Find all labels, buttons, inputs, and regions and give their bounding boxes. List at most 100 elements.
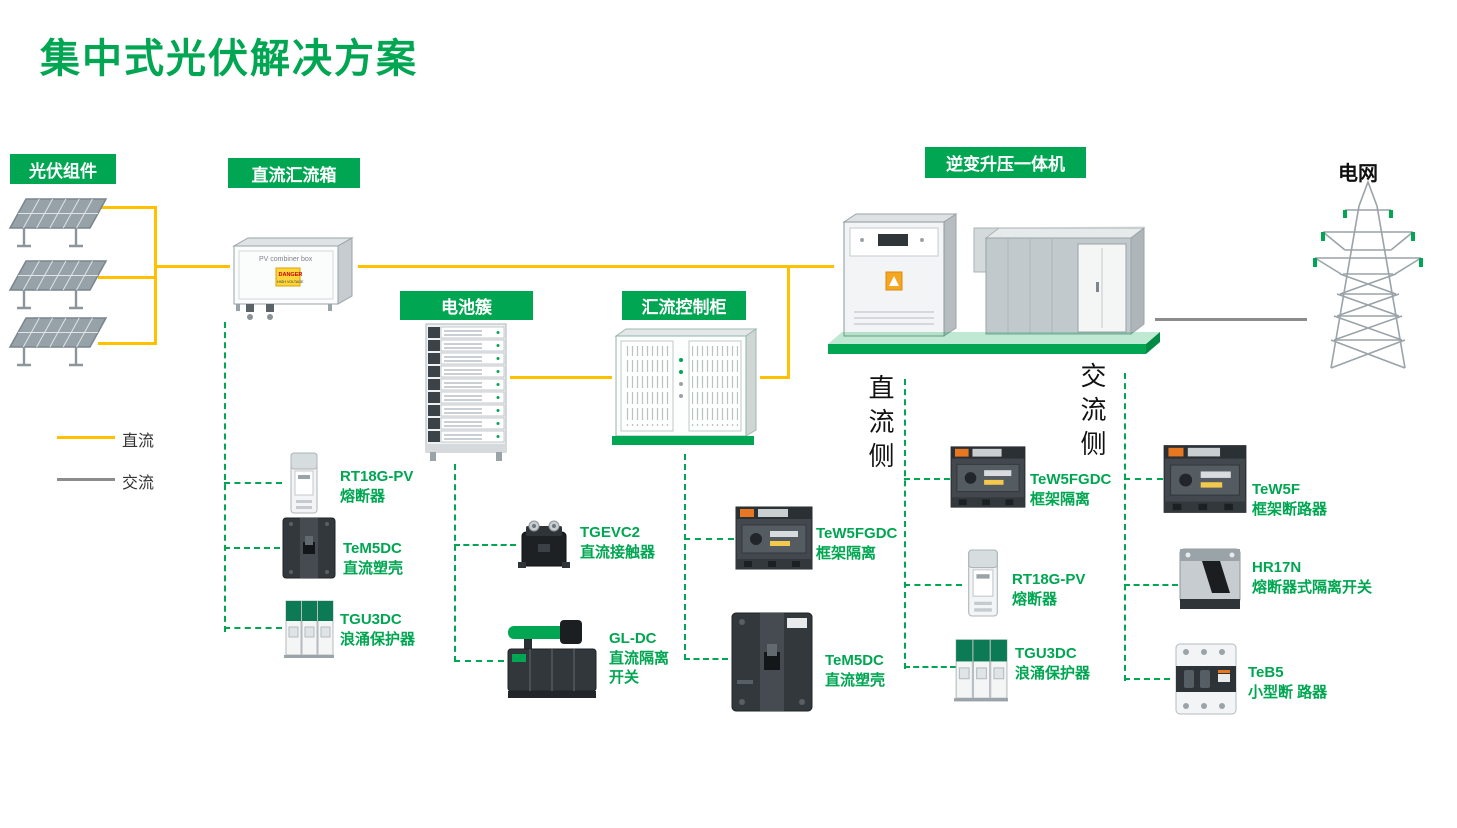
connector-battery-column <box>454 464 456 662</box>
node-label-battery-cluster: 电池簇 <box>400 291 533 320</box>
component-model: TGU3DC <box>1015 645 1077 662</box>
inverter-illustration <box>826 196 1162 373</box>
dc-line-trunk <box>154 206 157 345</box>
connector-acside-fuseswitch <box>1124 584 1178 586</box>
node-label-pv-modules: 光伏组件 <box>10 154 116 184</box>
connector-combiner-column <box>224 322 226 632</box>
connector-battery-disconnector <box>454 660 504 662</box>
connector-combiner-mccb <box>224 547 280 549</box>
component-label-tgu3dc-2: TGU3DC 浪涌保护器 <box>1015 644 1090 683</box>
pv-array-illustration-2 <box>8 258 108 321</box>
contactor-icon <box>516 518 572 575</box>
component-desc: 直流接触器 <box>580 543 656 561</box>
mccb-large-icon <box>727 610 817 719</box>
combiner-caption: PV combiner box <box>259 256 313 263</box>
legend-ac-swatch <box>57 478 115 481</box>
component-desc: 框架隔离 <box>1030 490 1091 508</box>
component-model: TeB5 <box>1248 664 1284 681</box>
ac-line-inverter-to-grid <box>1155 318 1307 321</box>
node-label-control-cabinet: 汇流控制柜 <box>622 291 746 320</box>
acb-icon-1 <box>734 503 814 578</box>
component-label-tew5fgdc-2: TeW5FGDC 框架隔离 <box>1030 470 1111 509</box>
page-title: 集中式光伏解决方案 <box>40 37 418 81</box>
dc-line-panel3 <box>98 342 156 345</box>
ac-side-label: 交流侧 <box>1077 362 1107 464</box>
dc-line-to-combiner <box>154 265 230 268</box>
connector-dcside-column <box>904 379 906 669</box>
component-desc: 直流塑壳 <box>343 559 404 577</box>
component-desc: 熔断器式隔离开关 <box>1252 578 1373 596</box>
node-label-grid: 电网 <box>1338 163 1378 185</box>
component-label-rt18g-pv-2: RT18G-PV 熔断器 <box>1012 570 1085 609</box>
component-model: TGEVC2 <box>580 524 641 541</box>
component-model: RT18G-PV <box>1012 571 1086 588</box>
node-label-inverter: 逆变升压一体机 <box>925 147 1086 178</box>
component-desc: 直流塑壳 <box>825 671 886 689</box>
combiner-box-illustration: PV combiner box DANGER HIGH VOLTAGE <box>226 234 361 331</box>
legend-ac-label: 交流 <box>122 475 155 492</box>
component-label-gl-dc: GL-DC 直流隔离 开关 <box>609 629 669 688</box>
dc-line-bus <box>358 265 834 268</box>
component-model: GL-DC <box>609 630 657 647</box>
component-label-tem5dc-1: TeM5DC 直流塑壳 <box>343 539 403 578</box>
component-desc: 熔断器 <box>340 487 386 505</box>
dc-side-label: 直流侧 <box>865 374 895 476</box>
dc-line-riser <box>787 265 790 379</box>
connector-dcside-spd <box>904 666 956 668</box>
node-label-dc-combiner: 直流汇流箱 <box>228 158 360 188</box>
component-desc: 浪涌保护器 <box>1015 664 1091 682</box>
combiner-warning-1: DANGER <box>279 272 303 278</box>
combiner-warning-2: HIGH VOLTAGE <box>277 280 304 284</box>
dc-line-panel1 <box>98 206 156 209</box>
connector-acside-acb <box>1124 478 1163 480</box>
component-model: TeM5DC <box>825 652 884 669</box>
component-label-tem5dc-2: TeM5DC 直流塑壳 <box>825 651 885 690</box>
component-label-tgu3dc-1: TGU3DC 浪涌保护器 <box>340 610 415 649</box>
component-model: TGU3DC <box>340 611 402 628</box>
acb-icon-3 <box>1162 434 1248 529</box>
component-model: TeW5F <box>1252 481 1301 498</box>
pv-array-illustration-3 <box>8 315 108 378</box>
mccb-icon <box>280 516 338 585</box>
component-label-rt18g-pv-1: RT18G-PV 熔断器 <box>340 467 413 506</box>
component-desc: 框架隔离 <box>816 544 877 562</box>
component-label-tgevc2: TGEVC2 直流接触器 <box>580 523 655 562</box>
connector-control-column <box>684 454 686 660</box>
component-label-teb5: TeB5 小型断 路器 <box>1248 663 1327 702</box>
component-desc: 框架断路器 <box>1252 500 1328 518</box>
component-label-tew5f: TeW5F 框架断路器 <box>1252 480 1327 519</box>
pv-array-illustration-1 <box>8 196 108 259</box>
component-model: TeW5FGDC <box>1030 471 1112 488</box>
spd-icon-2 <box>954 634 1008 709</box>
connector-acside-mcb <box>1124 678 1170 680</box>
connector-combiner-spd <box>224 627 282 629</box>
spd-icon <box>284 597 334 664</box>
component-desc: 熔断器 <box>1012 590 1058 608</box>
acb-icon-2 <box>948 443 1028 516</box>
connector-control-mccb <box>684 658 728 660</box>
dc-line-battery-to-control <box>510 376 612 379</box>
dc-line-control-to-riser <box>760 376 790 379</box>
component-model: TeM5DC <box>343 540 402 557</box>
component-label-tew5fgdc-1: TeW5FGDC 框架隔离 <box>816 524 897 563</box>
connector-combiner-fuse <box>224 482 282 484</box>
component-desc: 浪涌保护器 <box>340 630 416 648</box>
battery-rack-illustration <box>424 322 512 469</box>
component-label-hr17n: HR17N 熔断器式隔离开关 <box>1252 558 1372 597</box>
connector-dcside-fuse <box>904 584 962 586</box>
disconnector-icon <box>504 616 600 707</box>
fuse-switch-icon <box>1176 541 1244 620</box>
fuse-icon-2 <box>961 544 1005 627</box>
component-model: RT18G-PV <box>340 468 414 485</box>
connector-acside-column <box>1124 373 1126 681</box>
component-desc: 直流隔离 开关 <box>609 649 670 687</box>
connector-dcside-acb <box>904 478 950 480</box>
component-model: TeW5FGDC <box>816 525 898 542</box>
fuse-icon <box>284 450 324 521</box>
connector-control-acb <box>684 538 734 540</box>
control-cabinet-illustration <box>610 326 762 459</box>
grid-tower-illustration <box>1293 172 1443 377</box>
legend-dc-swatch <box>57 436 115 439</box>
dc-line-panel2 <box>98 276 156 279</box>
